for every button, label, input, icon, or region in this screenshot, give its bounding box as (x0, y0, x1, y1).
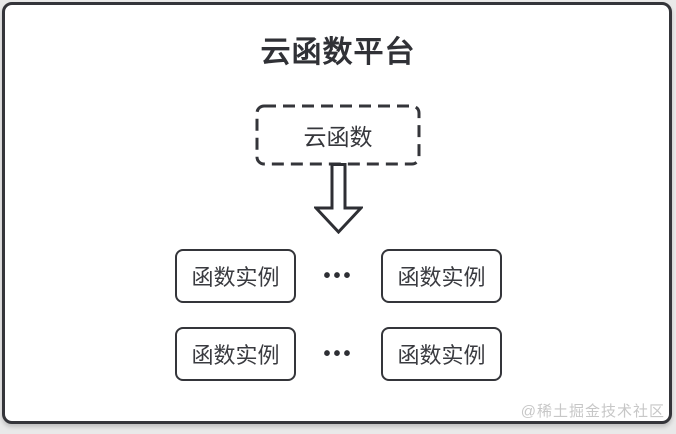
function-instance-box: 函数实例 (175, 249, 296, 303)
ellipsis-separator: ••• (323, 342, 354, 365)
function-instance-box: 函数实例 (381, 327, 502, 381)
function-instance-box: 函数实例 (381, 249, 502, 303)
diagram-title: 云函数平台 (260, 36, 416, 69)
cloud-function-label: 云函数 (303, 124, 373, 150)
cloud-function-box: 云函数 (255, 104, 421, 166)
watermark: @稀土掘金技术社区 (520, 403, 665, 420)
function-instance-box: 函数实例 (175, 327, 296, 381)
down-arrow-icon (314, 163, 363, 234)
ellipsis-separator: ••• (323, 264, 354, 287)
